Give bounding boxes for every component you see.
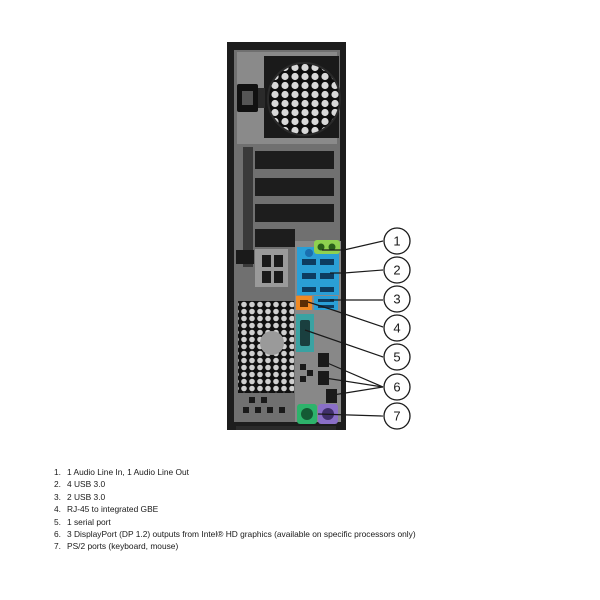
callout-line-6c	[332, 386, 384, 396]
expansion-slot-3	[255, 204, 334, 222]
callout-badge-1: 1	[383, 227, 411, 255]
expansion-slot-4	[255, 229, 295, 247]
callout-badge-6: 6	[383, 373, 411, 401]
callout-badge-5: 5	[383, 343, 411, 371]
callout-label-7: 7	[393, 409, 400, 424]
legend-number: 2.	[54, 479, 61, 490]
legend-item-5: 5. 1 serial port	[54, 516, 574, 528]
legend-text: 1 Audio Line In, 1 Audio Line Out	[67, 467, 189, 477]
port-legend: 1. 1 Audio Line In, 1 Audio Line Out 2. 4 …	[54, 466, 574, 553]
displayport-1	[318, 353, 329, 367]
io-panel	[295, 240, 341, 424]
callout-badge-7: 7	[383, 402, 411, 430]
callout-label-1: 1	[393, 234, 400, 249]
legend-number: 3.	[54, 491, 61, 502]
expansion-slot-1	[255, 151, 334, 169]
displayport-3	[326, 389, 337, 403]
legend-text: RJ-45 to integrated GBE	[67, 504, 159, 515]
displayport-2	[318, 371, 329, 385]
callout-lines	[304, 240, 384, 417]
callout-line-6a	[324, 361, 384, 388]
expansion-slots	[243, 147, 334, 267]
callout-line-5	[304, 329, 384, 358]
legend-text: 4 USB 3.0	[67, 479, 106, 490]
legend-text: 2 USB 3.0	[67, 491, 106, 502]
legend-item-3: 3. 2 USB 3.0	[54, 491, 574, 503]
power-supply	[237, 56, 341, 138]
legend-item-4: 4. RJ-45 to integrated GBE	[54, 503, 574, 515]
callout-badge-2: 2	[383, 256, 411, 284]
legend-item-6: 6. 3 DisplayPort (DP 1.2) outputs from In…	[54, 528, 574, 540]
callout-badge-3: 3	[383, 285, 411, 313]
expansion-slot-2	[255, 178, 334, 196]
callout-label-5: 5	[393, 350, 400, 365]
callout-line-1	[322, 240, 384, 251]
legend-item-1: 1. 1 Audio Line In, 1 Audio Line Out	[54, 466, 574, 478]
legend-text: 3 DisplayPort (DP 1.2) outputs from Inte…	[67, 528, 416, 539]
callout-label-2: 2	[393, 263, 400, 278]
psu-fan-icon	[268, 63, 340, 135]
callout-line-2	[330, 269, 384, 274]
legend-text: PS/2 ports (keyboard, mouse)	[67, 541, 179, 552]
legend-number: 7.	[54, 541, 61, 552]
legend-number: 6.	[54, 528, 61, 539]
callout-line-6b	[324, 377, 384, 388]
legend-number: 5.	[54, 516, 61, 527]
legend-item-7: 7. PS/2 ports (keyboard, mouse)	[54, 540, 574, 552]
callout-label-4: 4	[393, 321, 400, 336]
left-io-area	[236, 249, 294, 413]
callout-badges: 1 2 3 4 5 6 7	[383, 227, 411, 430]
callout-line-4	[307, 301, 384, 328]
legend-number: 1.	[54, 467, 61, 477]
callout-line-7	[317, 413, 384, 417]
callout-label-6: 6	[393, 380, 400, 395]
legend-text: 1 serial port	[67, 516, 111, 527]
legend-number: 4.	[54, 504, 61, 515]
callout-badge-4: 4	[383, 314, 411, 342]
legend-item-2: 2. 4 USB 3.0	[54, 478, 574, 490]
callout-label-3: 3	[393, 292, 400, 307]
